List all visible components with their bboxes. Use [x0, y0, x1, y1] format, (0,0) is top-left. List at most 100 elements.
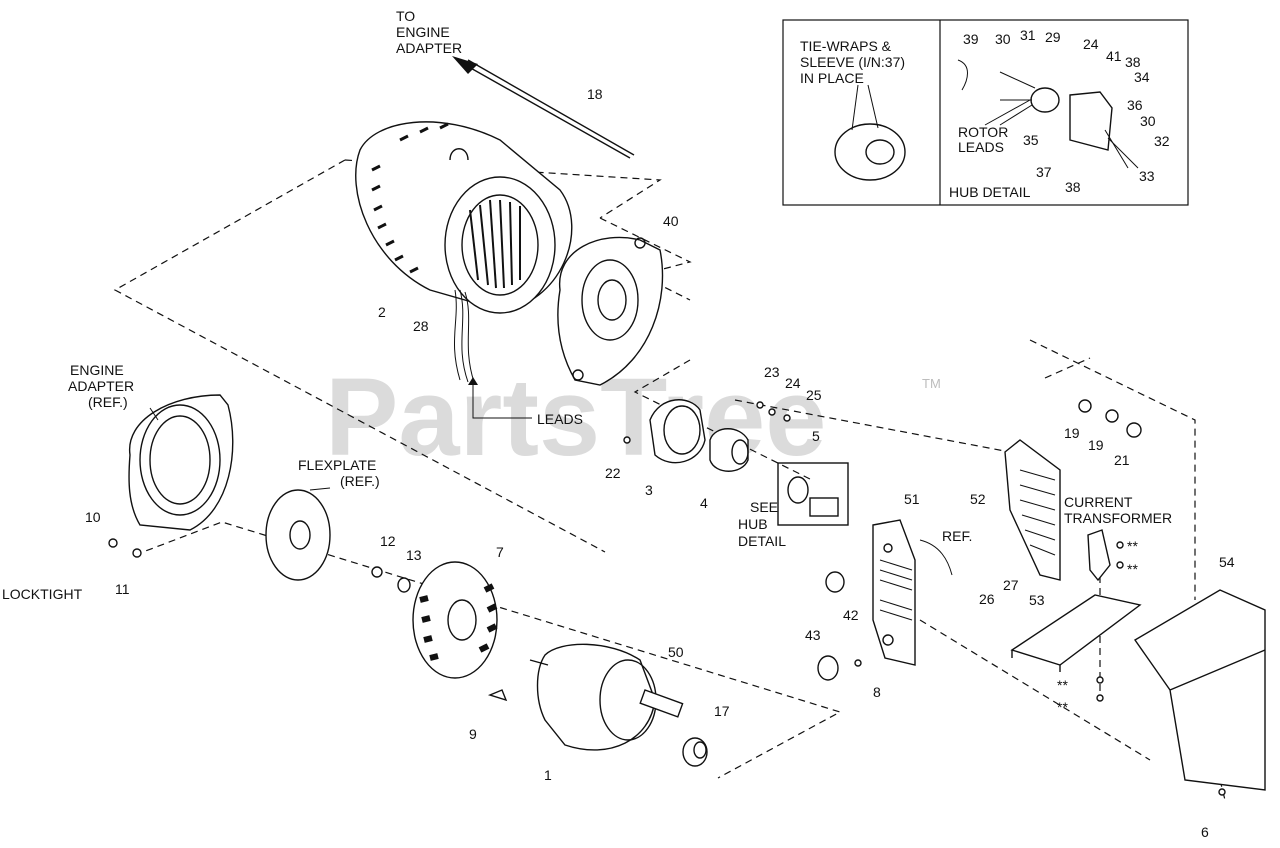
stator-2	[355, 121, 573, 383]
slip-ring-4	[709, 428, 749, 472]
callout-28: 28	[413, 318, 429, 334]
engine-adapter	[128, 394, 234, 531]
label-adapter: ADAPTER	[396, 40, 462, 56]
ref-wire	[919, 539, 953, 576]
label-leads: LEADS	[537, 411, 583, 427]
inset-callout-29: 29	[1045, 29, 1061, 45]
label-flexplate-2: (REF.)	[340, 473, 380, 489]
stars-d: **	[1057, 699, 1068, 715]
inset-caption-1: TIE-WRAPS &	[800, 38, 892, 54]
screw-8	[854, 659, 862, 667]
through-bolt-18	[452, 56, 635, 159]
label-engine-adapter-3: (REF.)	[88, 394, 128, 410]
screw-star-c	[1096, 676, 1104, 684]
callout-51: 51	[904, 491, 920, 507]
watermark-tm: TM	[922, 376, 941, 391]
label-to: TO	[396, 8, 415, 24]
callout-17: 17	[714, 703, 730, 719]
rear-bearing-carrier-40	[557, 236, 664, 386]
brush-assembly-5	[777, 462, 849, 526]
callout-2: 2	[378, 304, 386, 320]
inset-hub-detail	[782, 19, 1189, 206]
label-current: CURRENT	[1064, 494, 1133, 510]
leads-pointer	[468, 377, 532, 419]
callout-22: 22	[605, 465, 621, 481]
inset-callout-31: 31	[1020, 27, 1036, 43]
inset-callout-30a: 30	[995, 31, 1011, 47]
inset-callout-38a: 38	[1125, 54, 1141, 70]
callout-50: 50	[668, 644, 684, 660]
panel-52	[1004, 439, 1061, 581]
inset-callout-39: 39	[963, 31, 979, 47]
callout-5: 5	[812, 428, 820, 444]
inset-callout-24: 24	[1083, 36, 1099, 52]
label-engine-adapter-1: ENGINE	[70, 362, 124, 378]
callout-1: 1	[544, 767, 552, 783]
fan-7	[412, 561, 498, 679]
inset-callout-41: 41	[1106, 48, 1122, 64]
inset-caption-2: SLEEVE (I/N:37)	[800, 54, 905, 70]
cover-54	[1133, 589, 1266, 791]
inset-callout-34: 34	[1134, 69, 1150, 85]
hardware-10-11	[108, 538, 142, 558]
inset-hub-detail-label: HUB DETAIL	[949, 184, 1031, 200]
callout-9: 9	[469, 726, 477, 742]
screw-star-d	[1096, 694, 1104, 702]
label-see: SEE	[750, 499, 778, 515]
label-flexplate-1: FLEXPLATE	[298, 457, 376, 473]
rotor-1	[529, 643, 684, 751]
callout-53: 53	[1029, 592, 1045, 608]
label-engine: ENGINE	[396, 24, 450, 40]
callout-18: 18	[587, 86, 603, 102]
inset-callout-35: 35	[1023, 132, 1039, 148]
bearing-17	[682, 737, 708, 767]
nut-21	[1126, 422, 1142, 438]
callout-7: 7	[496, 544, 504, 560]
callout-25: 25	[806, 387, 822, 403]
stars-c: **	[1057, 677, 1068, 693]
callout-8: 8	[873, 684, 881, 700]
grommet-43	[817, 655, 839, 681]
callout-11: 11	[115, 581, 130, 597]
callout-4: 4	[700, 495, 708, 511]
screw-23-25	[756, 401, 791, 422]
callout-26: 26	[979, 591, 995, 607]
callout-54: 54	[1219, 554, 1235, 570]
callout-43: 43	[805, 627, 821, 643]
callout-40: 40	[663, 213, 679, 229]
callout-23: 23	[764, 364, 780, 380]
panel-51	[872, 519, 916, 666]
label-hub: HUB	[738, 516, 768, 532]
label-engine-adapter-2: ADAPTER	[68, 378, 134, 394]
callout-3: 3	[645, 482, 653, 498]
current-transformer	[1087, 529, 1124, 582]
label-ref: REF.	[942, 528, 972, 544]
inset-rotor: ROTOR	[958, 124, 1008, 140]
label-transformer: TRANSFORMER	[1064, 510, 1172, 526]
stars-b: **	[1127, 561, 1138, 577]
brush-cover-3	[623, 399, 706, 464]
flexplate	[265, 487, 331, 581]
inset-callout-36: 36	[1127, 97, 1143, 113]
callout-labels: TO ENGINE ADAPTER 18 40 2 28 LEADS ENGIN…	[2, 8, 1235, 840]
stars-a: **	[1127, 538, 1138, 554]
bolt-washer-12-13	[371, 566, 411, 593]
callout-21: 21	[1114, 452, 1130, 468]
callout-12: 12	[380, 533, 396, 549]
callout-27: 27	[1003, 577, 1019, 593]
key-9	[487, 689, 508, 702]
screw-6	[1218, 788, 1226, 796]
washer-19a	[1078, 399, 1092, 413]
inset-caption-3: IN PLACE	[800, 70, 864, 86]
callout-19a: 19	[1064, 425, 1080, 441]
washer-19b	[1105, 409, 1119, 423]
inset-callout-33: 33	[1139, 168, 1155, 184]
callout-52: 52	[970, 491, 986, 507]
inset-callout-30b: 30	[1140, 113, 1156, 129]
label-detail: DETAIL	[738, 533, 786, 549]
grommet-42	[825, 571, 845, 593]
inset-callout-38b: 38	[1065, 179, 1081, 195]
bracket-53	[1010, 594, 1142, 672]
